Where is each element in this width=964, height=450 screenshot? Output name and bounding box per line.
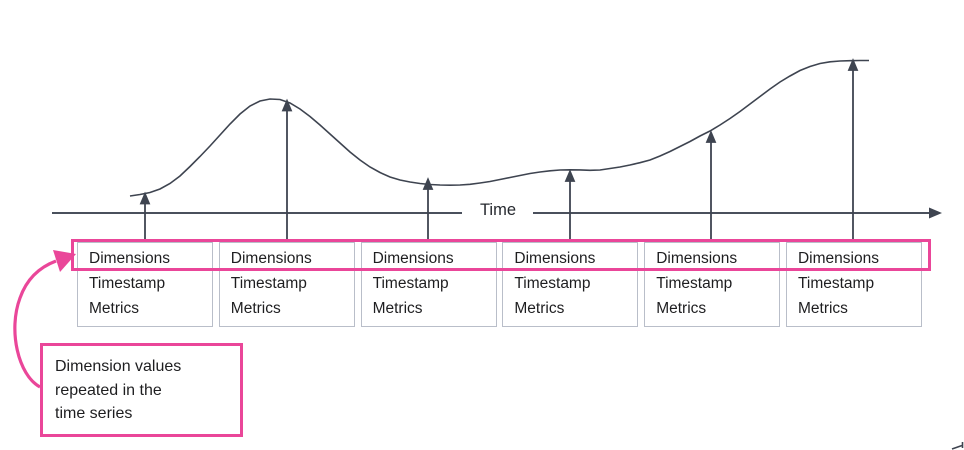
record-box-1: Dimensions Timestamp Metrics: [77, 242, 213, 327]
corner-fragment: [951, 442, 964, 450]
record-field-timestamp: Timestamp: [89, 275, 166, 292]
record-field-dimensions: Dimensions: [797, 250, 879, 267]
record-box-5: Dimensions Timestamp Metrics: [644, 242, 781, 327]
callout-arrow: [13, 250, 76, 389]
callout-arrowhead-icon: [53, 250, 76, 272]
callout-box: Dimension values repeated in the time se…: [40, 343, 243, 437]
record-field-metrics: Metrics: [230, 300, 281, 317]
time-series-curve: [129, 59, 869, 197]
record-field-timestamp: Timestamp: [656, 275, 733, 292]
records-row: Dimensions Timestamp Metrics Dimensions …: [77, 242, 922, 327]
record-field-dimensions: Dimensions: [514, 250, 596, 267]
callout-line: Dimension values: [55, 358, 182, 375]
record-field-metrics: Metrics: [797, 300, 848, 317]
record-field-metrics: Metrics: [89, 300, 139, 317]
record-field-timestamp: Timestamp: [797, 275, 875, 292]
data-point-arrow-icon: [281, 98, 293, 242]
record-to-curve-arrows: [139, 58, 859, 242]
record-box-6: Dimensions Timestamp Metrics: [785, 242, 922, 327]
record-field-timestamp: Timestamp: [230, 275, 307, 292]
data-point-arrow-icon: [705, 130, 717, 242]
callout-arrow-curve: [13, 259, 57, 389]
record-field-dimensions: Dimensions: [230, 250, 312, 267]
record-field-metrics: Metrics: [514, 300, 565, 317]
callout-line: repeated in the: [55, 381, 162, 399]
record-box-3: Dimensions Timestamp Metrics: [360, 242, 497, 327]
dimensions-highlight-box: [71, 239, 931, 271]
callout-line: time series: [55, 405, 133, 422]
time-axis-label: Time: [479, 201, 517, 219]
data-point-arrow-icon: [564, 169, 576, 242]
record-box-2: Dimensions Timestamp Metrics: [218, 242, 355, 327]
data-point-arrow-icon: [847, 58, 859, 242]
data-point-arrow-icon: [422, 177, 434, 242]
record-field-dimensions: Dimensions: [89, 250, 170, 267]
time-axis-arrowhead-icon: [929, 207, 942, 219]
record-field-metrics: Metrics: [656, 300, 707, 317]
record-box-4: Dimensions Timestamp Metrics: [502, 242, 639, 327]
record-field-dimensions: Dimensions: [372, 250, 454, 267]
record-field-dimensions: Dimensions: [656, 250, 738, 267]
data-point-arrow-icon: [139, 191, 151, 242]
time-axis: [52, 207, 942, 219]
record-field-metrics: Metrics: [372, 300, 423, 317]
record-field-timestamp: Timestamp: [514, 275, 591, 292]
record-field-timestamp: Timestamp: [372, 275, 449, 292]
